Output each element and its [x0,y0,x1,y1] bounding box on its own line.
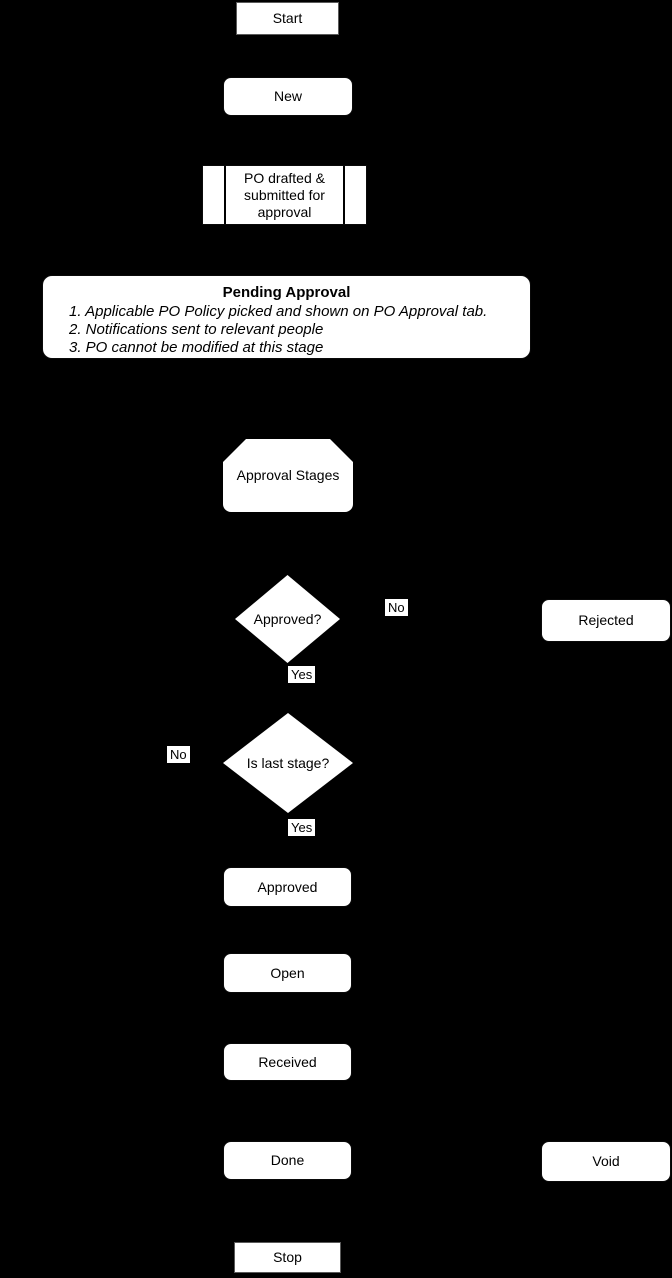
node-approval-stages-label: Approval Stages [236,467,340,483]
node-new: New [223,77,353,116]
node-stop-label: Stop [273,1249,302,1265]
note-pending-approval-item-3: 3. PO cannot be modified at this stage [69,339,324,356]
note-pending-approval-item-2: 2. Notifications sent to relevant people [69,321,324,338]
node-received-label: Received [258,1053,317,1070]
note-pending-approval-item-1: 1. Applicable PO Policy picked and shown… [69,303,488,320]
note-pending-approval: Pending Approval 1. Applicable PO Policy… [42,275,531,359]
decision-is-last-stage-label: Is last stage? [246,754,330,771]
node-stop: Stop [234,1242,341,1273]
node-approved: Approved [223,867,352,907]
node-approval-stages: Approval Stages [223,439,353,512]
node-rejected-label: Rejected [578,612,634,628]
decision-is-last-stage: Is last stage? [223,713,353,813]
edge-label-approved-yes: Yes [288,666,316,683]
decision-approved: Approved? [235,575,340,663]
node-start: Start [236,2,339,35]
edge-label-approved-no: No [385,599,408,616]
node-done: Done [223,1141,352,1180]
node-start-label: Start [272,10,303,26]
node-po-drafted: PO drafted & submitted for approval [202,165,367,225]
process-right-bar [343,166,345,224]
node-rejected: Rejected [541,599,671,642]
node-approved-label: Approved [257,878,318,895]
process-left-bar [224,166,226,224]
node-done-label: Done [270,1152,305,1168]
node-received: Received [223,1043,352,1081]
node-po-drafted-label: PO drafted & submitted for approval [244,169,325,220]
edge-label-last-stage-no: No [167,746,190,763]
node-void: Void [541,1141,671,1182]
node-open: Open [223,953,352,993]
node-open-label: Open [270,964,305,981]
node-new-label: New [273,88,302,104]
decision-approved-label: Approved? [253,610,322,627]
edge-label-last-stage-yes: Yes [288,819,316,836]
note-pending-approval-title: Pending Approval [222,284,351,301]
node-void-label: Void [592,1153,620,1169]
